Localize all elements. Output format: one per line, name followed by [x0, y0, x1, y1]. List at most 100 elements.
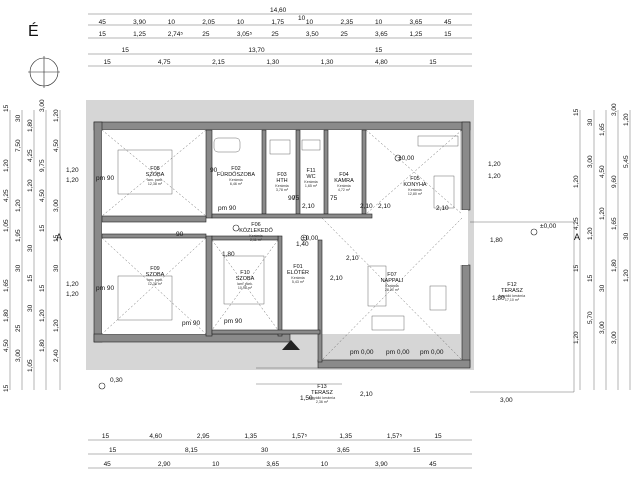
dim-right: 3,00: [611, 103, 618, 116]
right-dimensions: 15301,653,001,201,203,004,509,605,454,25…: [573, 103, 631, 390]
dim-left: 30: [53, 264, 60, 272]
room-name: FÜRDŐSZOBA: [217, 171, 256, 178]
dim-top-row1: 2,05: [202, 19, 215, 26]
dim-top-row4: 15: [104, 59, 112, 66]
dim-right: 1,20: [623, 113, 630, 126]
door-label: pm 0,00: [350, 349, 374, 356]
dim-mid: 10: [298, 15, 306, 22]
room-area: 3,78 m²: [276, 188, 289, 192]
dim-left: 1,80: [27, 119, 34, 132]
dim-bottom-row3: 45: [429, 461, 437, 468]
dim-left: 1,95: [15, 229, 22, 242]
dim-top-row4: 4,75: [158, 59, 171, 66]
door-label: pm 90: [218, 205, 236, 212]
dim-left: 1,80: [39, 339, 46, 352]
room-code: F13: [317, 384, 326, 390]
dim-bottom-row1: 1,57⁵: [387, 433, 403, 440]
dim-left: 15: [27, 274, 34, 282]
window-label: 1,50: [300, 395, 313, 402]
dim-bottom-row3: 3,65: [266, 461, 279, 468]
dim-right: 1,20: [599, 207, 606, 220]
dim-bottom-row1: 4,60: [149, 433, 162, 440]
dim-bottom-row3: 45: [104, 461, 112, 468]
room-code: F12: [507, 282, 516, 288]
dim-bottom-row3: 3,90: [375, 461, 388, 468]
room-area: 2,11 m²: [250, 238, 263, 242]
dim-top-row3: 13,70: [248, 47, 265, 54]
dim-top-row1: 10: [237, 19, 245, 26]
door-label: 75: [330, 195, 338, 202]
level-markers: [98, 154, 538, 390]
room-area: 12,80 m²: [408, 192, 423, 196]
dim-left: 15: [3, 104, 10, 112]
room-code: F07: [387, 272, 396, 278]
room-area: 12,38 m²: [148, 282, 163, 286]
dim-top-row2: 3,05⁵: [237, 31, 253, 38]
dim-top-row1: 3,90: [133, 19, 146, 26]
room-note: Kerámia: [291, 276, 304, 280]
dim-left: 4,50: [3, 339, 10, 352]
entrance-arrow-icon: [282, 340, 300, 350]
dim-bottom-row1: 1,57⁵: [292, 433, 308, 440]
door-label: 2,10: [378, 203, 391, 210]
dim-left: 15: [39, 224, 46, 232]
dim-right: 30: [587, 118, 594, 126]
room-note: lam. park.: [147, 178, 163, 182]
dim-bottom-row2: 15: [109, 447, 117, 454]
left-dimensions: 15301,803,001,201,207,504,259,754,504,25…: [3, 99, 61, 392]
axis-label-right: A: [574, 232, 580, 242]
dim-left: 3,00: [53, 199, 60, 212]
dim-bottom-row2: 8,15: [185, 447, 198, 454]
room-name: KÖZLEKEDŐ: [239, 227, 273, 234]
room-code: F04: [339, 172, 348, 178]
door-label: pm 90: [96, 175, 114, 182]
dim-top-row4: 2,15: [212, 59, 225, 66]
dim-top-row1: 10: [168, 19, 176, 26]
dim-bottom-row1: 15: [434, 433, 442, 440]
dim-left: 1,05: [27, 359, 34, 372]
window-label: 1,80: [492, 295, 505, 302]
door-label: pm 90: [96, 285, 114, 292]
dim-right: 30: [623, 232, 630, 240]
door-label: 2,10: [346, 255, 359, 262]
window-label: 1,20: [66, 177, 79, 184]
room-name: WC: [306, 174, 315, 180]
dim-right: 3,00: [587, 155, 594, 168]
dim-bottom-row2: 3,65: [337, 447, 350, 454]
dim-right: 1,65: [611, 217, 618, 230]
dim-right: 1,80: [611, 259, 618, 272]
room-note: fagyálló kerámia: [309, 396, 335, 400]
door-label: pm 90: [224, 318, 242, 325]
room-name: KAMRA: [334, 178, 354, 184]
dim-right: 30: [599, 284, 606, 292]
dim-top-row2: 25: [202, 31, 210, 38]
dim-top-row1: 3,65: [410, 19, 423, 26]
room-note: Kerámia: [275, 184, 288, 188]
dim-left: 3,00: [15, 349, 22, 362]
north-label: É: [28, 21, 39, 40]
dim-left: 1,65: [3, 279, 10, 292]
dim-right: 3,00: [599, 321, 606, 334]
dim-left: 1,20: [53, 109, 60, 122]
window-label: 1,20: [66, 291, 79, 298]
dim-left: 7,50: [15, 139, 22, 152]
room-name: HTH: [276, 178, 287, 184]
room-name: SZOBA: [146, 272, 165, 278]
dim-right: 9,60: [611, 175, 618, 188]
terrace-outline: [256, 221, 575, 393]
dim-right: 1,20: [573, 331, 580, 344]
dim-left: 4,25: [27, 149, 34, 162]
dim-left: 2,40: [53, 349, 60, 362]
room-note: Kerámia: [229, 178, 242, 182]
dim-bottom-row3: 10: [321, 461, 329, 468]
room-area: 17,10 m²: [505, 298, 520, 302]
dim-right: 15: [573, 108, 580, 116]
room-note: Kerámia: [385, 284, 398, 288]
room-code: F02: [231, 166, 240, 172]
dim-left: 1,20: [3, 159, 10, 172]
door-label: pm 90: [182, 320, 200, 327]
room-area: 4,72 m²: [338, 188, 351, 192]
window-label: 1,20: [488, 173, 501, 180]
